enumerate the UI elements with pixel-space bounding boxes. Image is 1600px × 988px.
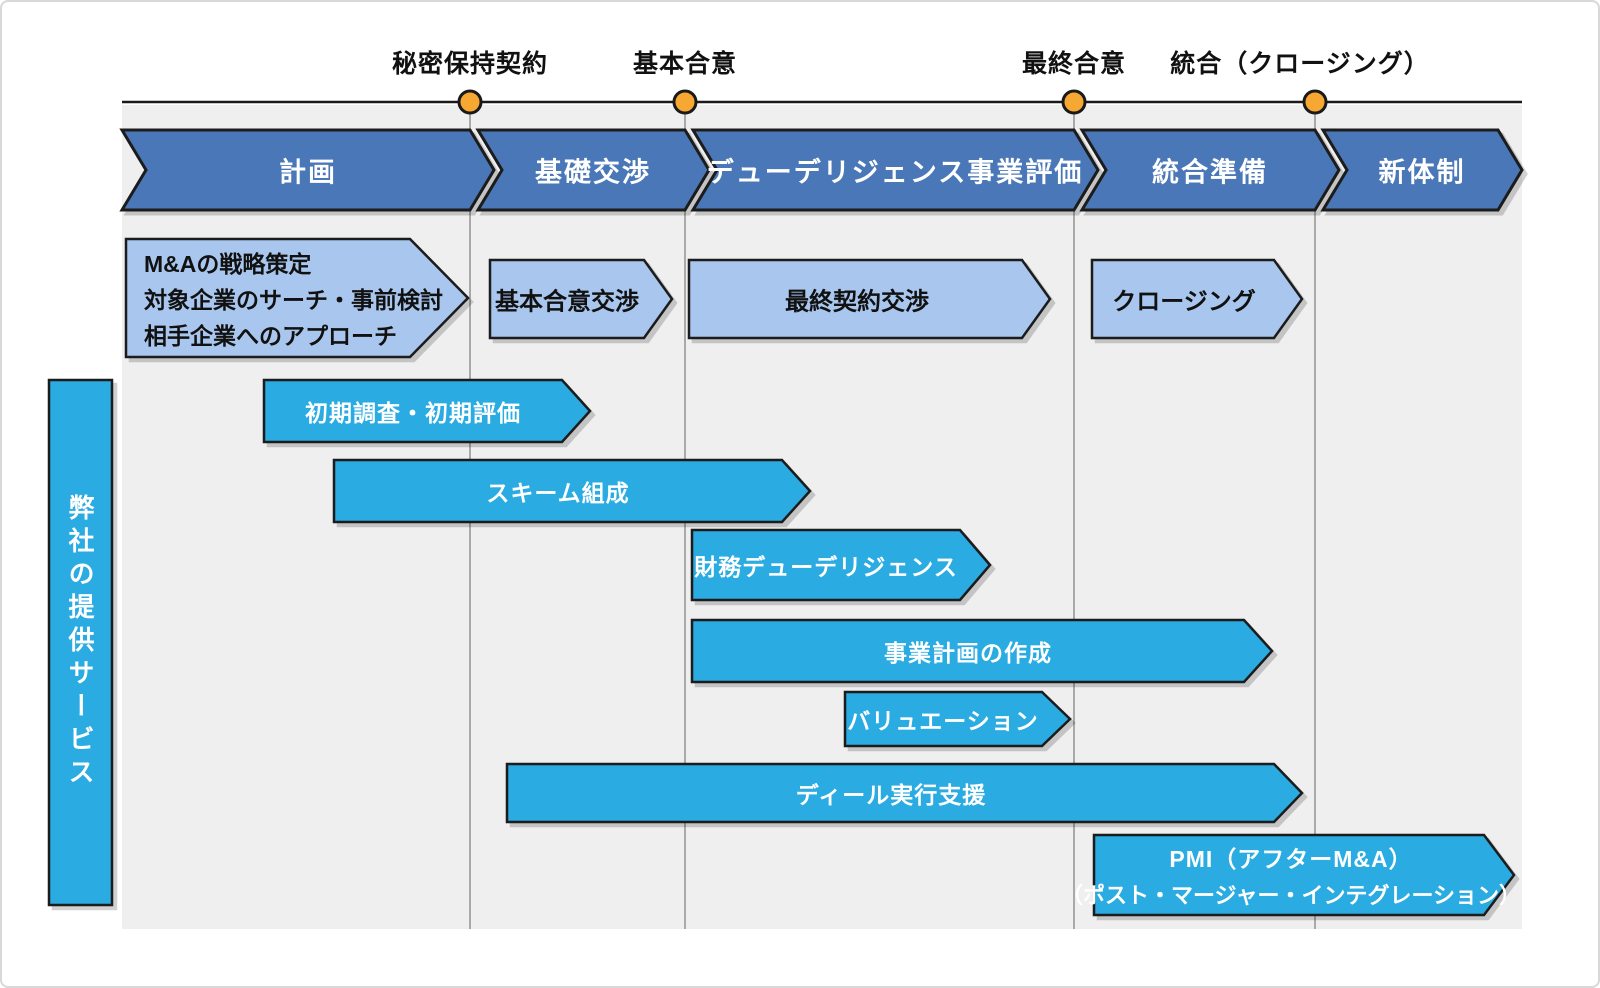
service-label-pmi-line-1: PMI（アフターM&A） <box>1169 846 1413 872</box>
milestone-dot-basic-agreement <box>672 89 698 115</box>
service-arrow-valuation <box>843 690 1072 748</box>
basic-agreement-negotiation-label: 基本合意交渉 <box>495 288 639 316</box>
phase-label-basic-negotiation: 基礎交渉 <box>535 157 651 188</box>
service-label-scheme-formation: スキーム組成 <box>486 480 630 506</box>
service-arrow-business-plan <box>690 618 1274 684</box>
phase-chevron-due-diligence <box>690 128 1100 212</box>
milestone-dot-nda <box>457 89 483 115</box>
phase-chevron-new-structure <box>1320 128 1524 212</box>
services-sidebar-label: 弊社の提供サービス <box>65 494 95 791</box>
phase-chevron-integration-prep <box>1079 128 1341 212</box>
service-label-pmi-line-2: （ポスト・マージャー・インテグレーション） <box>1060 883 1522 908</box>
phase-label-due-diligence: デューデリジェンス事業評価 <box>706 157 1084 188</box>
planning-box-line-3: 相手企業へのアプローチ <box>144 323 397 349</box>
process-box-final-contract-negotiation <box>687 258 1052 340</box>
service-arrow-pmi <box>1092 833 1516 917</box>
service-label-business-plan: 事業計画の作成 <box>884 640 1052 666</box>
milestone-label-closing: 統合（クロージング） <box>1170 50 1430 78</box>
phase-chevron-planning <box>119 128 496 212</box>
service-label-financial-dd: 財務デューデリジェンス <box>694 554 958 580</box>
milestone-label-basic-agreement: 基本合意 <box>632 50 738 78</box>
service-arrow-deal-execution <box>505 762 1304 824</box>
phase-label-integration-prep: 統合準備 <box>1152 157 1268 188</box>
service-label-deal-execution: ディール実行支援 <box>795 782 987 808</box>
phase-label-new-structure: 新体制 <box>1378 157 1466 188</box>
milestone-dot-final-agreement <box>1061 89 1087 115</box>
closing-box-label: クロージング <box>1112 288 1256 316</box>
service-label-initial-survey: 初期調査・初期評価 <box>305 400 521 426</box>
service-arrow-scheme-formation <box>332 458 812 524</box>
service-label-valuation: バリュエーション <box>847 708 1039 734</box>
process-box-basic-agreement-negotiation <box>488 258 674 340</box>
process-box-planning <box>124 237 470 359</box>
milestone-label-nda: 秘密保持契約 <box>391 50 549 78</box>
phase-label-planning: 計画 <box>279 157 337 188</box>
planning-box-line-1: M&Aの戦略策定 <box>144 251 312 277</box>
phase-chevron-basic-negotiation <box>475 128 711 212</box>
process-box-closing <box>1090 258 1304 340</box>
service-arrow-financial-dd <box>690 528 992 602</box>
services-sidebar-bar <box>47 378 114 907</box>
service-arrow-initial-survey <box>262 378 592 444</box>
milestone-label-final-agreement: 最終合意 <box>1021 50 1127 78</box>
final-contract-negotiation-label: 最終契約交渉 <box>785 288 929 316</box>
milestone-dot-closing <box>1302 89 1328 115</box>
planning-box-line-2: 対象企業のサーチ・事前検討 <box>144 287 443 313</box>
